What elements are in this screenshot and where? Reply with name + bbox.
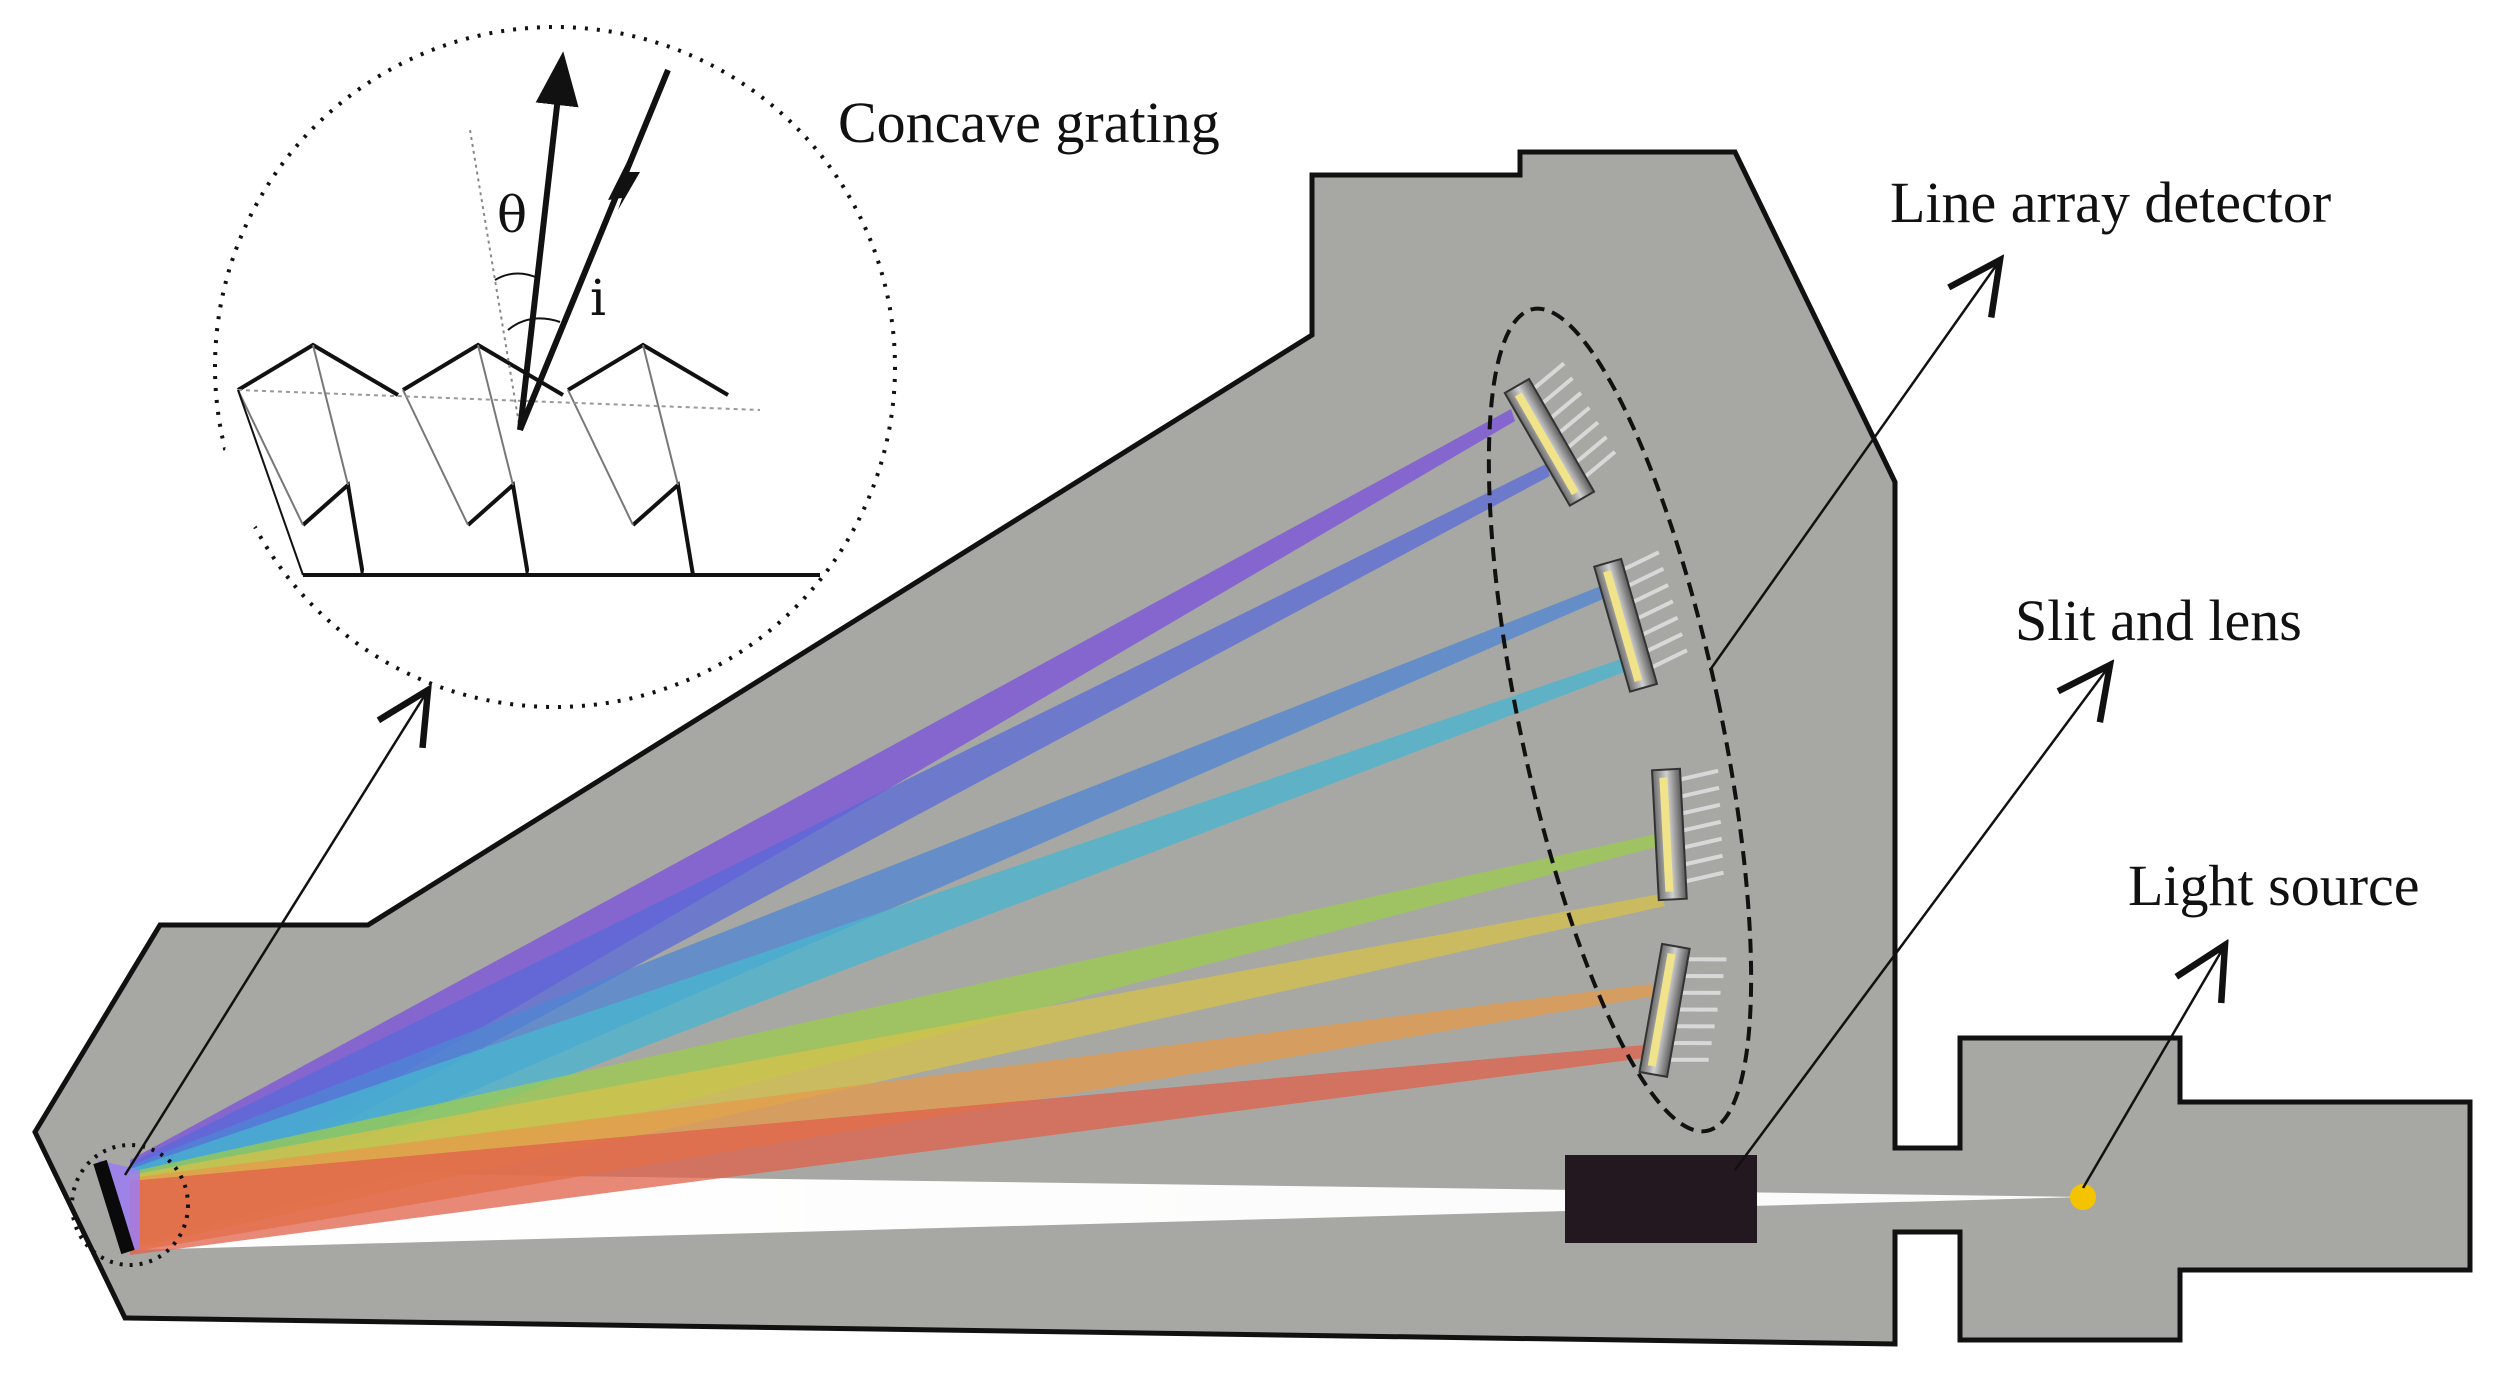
diffracted-ray [517, 51, 579, 431]
facet-ridge [642, 344, 679, 486]
line-array-detector [1503, 361, 1617, 507]
spectrum-beam [130, 1044, 1660, 1255]
slit-and-lens-block [1565, 1155, 1757, 1243]
incident-ray [517, 68, 671, 432]
concave-grating-element [93, 1159, 135, 1255]
line-array-detector-label: Line array detector [1890, 170, 2331, 235]
facet-ridge [312, 344, 349, 486]
detector-pointer-arrow [1708, 260, 2000, 671]
grating-facets [198, 335, 820, 577]
slit-pointer-arrow [1733, 665, 2110, 1171]
facet-left-edge [237, 389, 304, 576]
detector-group-outline [1486, 306, 1754, 1134]
light-source-pointer-arrow [2081, 945, 2225, 1189]
facet-face [363, 335, 538, 575]
theta-symbol: θ [497, 186, 527, 244]
facet-face [528, 335, 703, 575]
dispersed-spectrum [130, 409, 1665, 1255]
facet-side [237, 389, 304, 526]
facet-baseline [237, 389, 761, 411]
light-source-dot [2070, 1184, 2096, 1210]
light-source-label: Light source [2128, 853, 2420, 918]
detector-sensor-strip [1647, 953, 1676, 1067]
incidence-symbol: i [590, 269, 606, 327]
incident-ray-arrowhead [608, 160, 640, 210]
line-array-detector [1638, 942, 1727, 1079]
line-array-detector [1592, 550, 1688, 693]
facet-ridge [477, 344, 514, 486]
facet-side [402, 389, 469, 526]
incidence-angle-arc [507, 317, 561, 331]
concave-grating-label: Concave grating [838, 90, 1220, 155]
grating-highlight-circle [70, 1143, 190, 1267]
facet-face [198, 335, 373, 575]
facet-side [567, 389, 634, 526]
line-array-detectors [1503, 361, 1727, 1079]
detector-sensor-strip [1659, 777, 1674, 892]
theta-angle-arc [494, 272, 539, 281]
slit-and-lens-label: Slit and lens [2015, 588, 2302, 653]
line-array-detector [1650, 767, 1724, 902]
detector-sensor-strip [1603, 570, 1643, 682]
detector-sensor-strip [1514, 392, 1579, 496]
grating-normal-line [469, 129, 521, 431]
grating-inset: θ i [198, 25, 897, 709]
grating-to-inset-arrow [123, 690, 428, 1176]
